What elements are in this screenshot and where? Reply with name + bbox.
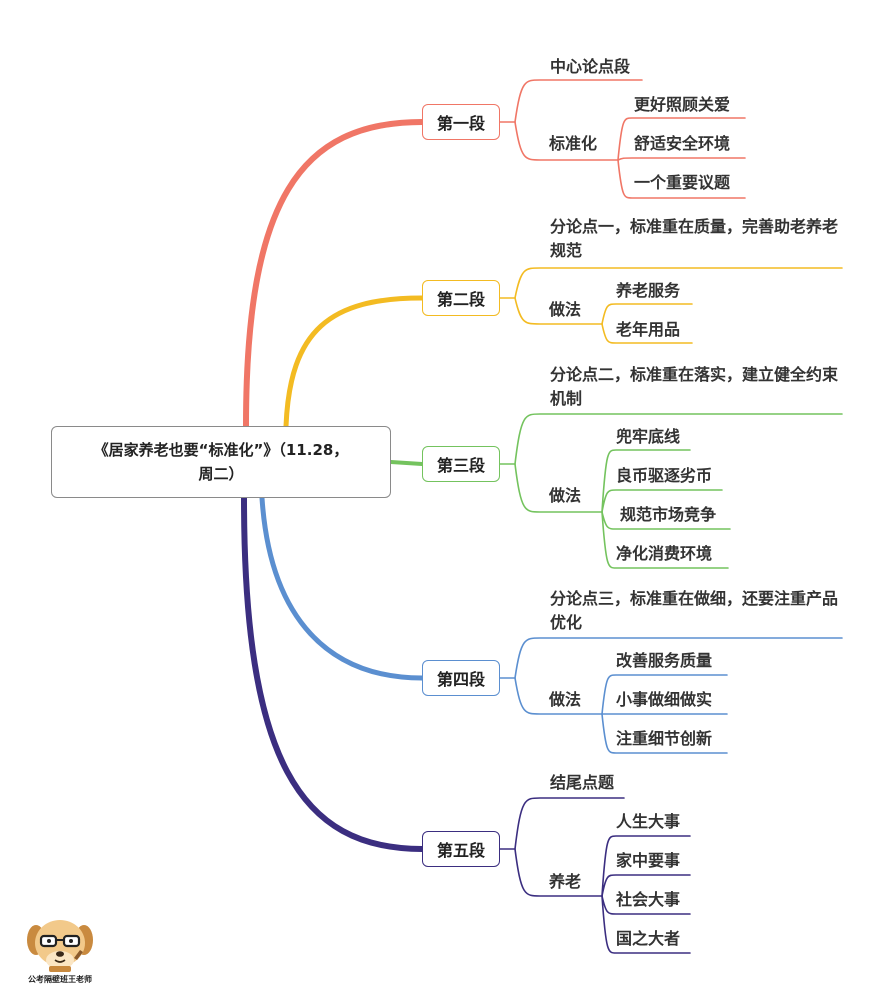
section-5-item-1[interactable]: 人生大事 <box>616 812 681 831</box>
section-5-node[interactable]: 第五段 <box>422 831 500 867</box>
section-5-item-3-link <box>601 895 691 915</box>
section-5-item-4[interactable]: 国之大者 <box>616 929 681 948</box>
author-logo: 公考隔壁班王老师 <box>14 916 106 988</box>
section-3-group-link <box>514 463 603 513</box>
section-5-heading[interactable]: 结尾点题 <box>550 773 615 792</box>
section-1-heading[interactable]: 中心论点段 <box>550 57 631 76</box>
section-5-item-1-link <box>601 835 691 897</box>
dog-mascot-icon <box>27 920 93 972</box>
branch-2 <box>283 295 425 429</box>
section-1-heading-link <box>499 79 643 123</box>
section-4-heading[interactable]: 分论点三，标准重在做细，还要注重产品优化 <box>550 589 839 632</box>
section-1-item-2[interactable]: 舒适安全环境 <box>634 134 731 153</box>
section-5-item-4-link <box>601 895 691 954</box>
branch-4 <box>259 495 425 681</box>
root-topic[interactable]: 《居家养老也要“标准化”》（11.28， 周二） <box>51 426 391 498</box>
section-4-item-1-link <box>601 674 728 715</box>
section-2-group-link <box>514 297 603 325</box>
section-3-item-4[interactable]: 净化消费环境 <box>616 544 713 563</box>
section-4-group-label[interactable]: 做法 <box>549 690 582 709</box>
section-4-node[interactable]: 第四段 <box>422 660 500 696</box>
section-1-item-3-link <box>617 159 746 199</box>
section-4-item-3-link <box>601 713 728 754</box>
section-5-item-3[interactable]: 社会大事 <box>616 890 681 909</box>
section-2-item-1-link <box>601 303 693 325</box>
section-3-item-1-link <box>601 449 691 513</box>
section-2-item-2-link <box>601 323 693 344</box>
section-5-group-label[interactable]: 养老 <box>549 872 582 891</box>
section-5-item-2[interactable]: 家中要事 <box>616 851 681 870</box>
section-2-item-1[interactable]: 养老服务 <box>616 281 681 300</box>
section-3-item-3[interactable]: 规范市场竞争 <box>620 505 717 524</box>
section-4-item-2[interactable]: 小事做细做实 <box>616 690 713 709</box>
section-3-heading-link <box>499 413 843 465</box>
section-3-item-2-link <box>601 489 723 513</box>
section-2-group-label[interactable]: 做法 <box>549 300 582 319</box>
section-5-item-2-link <box>601 874 691 897</box>
branch-5 <box>241 495 425 852</box>
section-1-group-label[interactable]: 标准化 <box>549 134 598 153</box>
author-caption: 公考隔壁班王老师 <box>28 975 92 984</box>
section-1-item-1[interactable]: 更好照顾关爱 <box>634 95 731 114</box>
section-2-heading[interactable]: 分论点一，标准重在质量，完善助老养老规范 <box>550 217 839 260</box>
section-3-group-label[interactable]: 做法 <box>549 486 582 505</box>
branch-1 <box>243 119 425 429</box>
section-3-item-3-link <box>601 511 731 530</box>
section-2-node[interactable]: 第二段 <box>422 280 500 316</box>
section-5-group-link <box>514 848 603 897</box>
section-1-item-2-link <box>617 157 746 161</box>
section-1-item-3[interactable]: 一个重要议题 <box>634 173 731 192</box>
section-1-group-link <box>514 121 619 161</box>
section-1-item-1-link <box>617 117 746 161</box>
section-3-item-2[interactable]: 良币驱逐劣币 <box>616 466 713 485</box>
section-3-item-4-link <box>601 511 729 569</box>
section-3-item-1[interactable]: 兜牢底线 <box>616 427 681 446</box>
section-4-item-3[interactable]: 注重细节创新 <box>616 729 713 748</box>
section-2-item-2[interactable]: 老年用品 <box>616 320 681 339</box>
branch-3 <box>389 460 424 466</box>
section-1-node[interactable]: 第一段 <box>422 104 500 140</box>
section-5-heading-link <box>499 797 625 850</box>
section-4-item-1[interactable]: 改善服务质量 <box>616 651 713 670</box>
section-3-heading[interactable]: 分论点二，标准重在落实，建立健全约束机制 <box>550 365 839 408</box>
root-topic-line-2: 周二） <box>198 465 244 483</box>
section-4-group-link <box>514 677 603 715</box>
section-3-node[interactable]: 第三段 <box>422 446 500 482</box>
root-topic-line-1: 《居家养老也要“标准化”》（11.28， <box>93 441 349 459</box>
